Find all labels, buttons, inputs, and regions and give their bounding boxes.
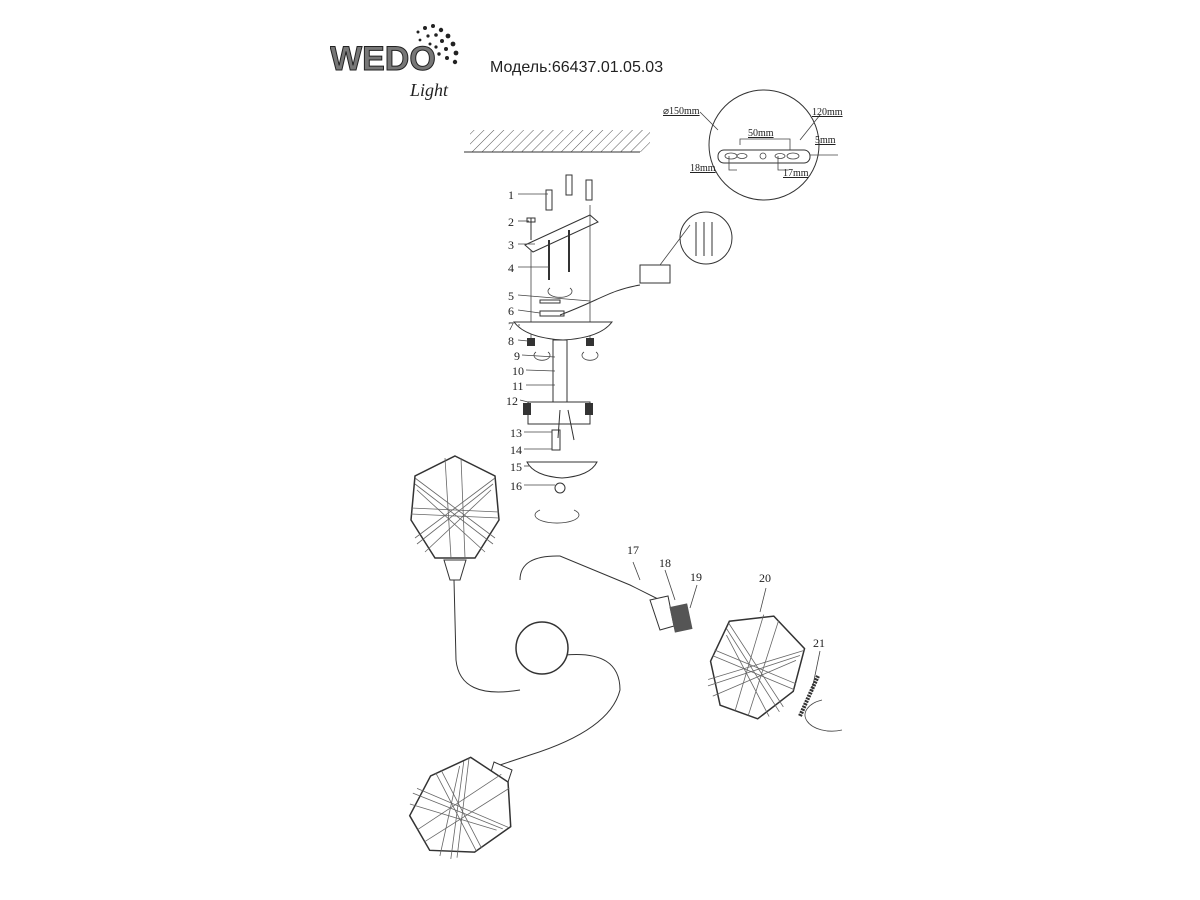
part-label: 14 [510,443,522,457]
part-label: 18 [659,556,671,570]
brand-logo: WEDO Light [330,18,480,110]
ceiling-hatch [464,130,650,153]
part-label: 8 [508,334,514,348]
part-label: 15 [510,460,522,474]
dim-hole-spacing: 50mm [748,128,774,139]
part-label: 12 [506,394,518,408]
part-label: 6 [508,304,514,318]
dim-length: 120mm [812,107,843,118]
model-number: Модель:66437.01.05.03 [490,59,664,76]
part-label: 16 [510,479,522,493]
part-label: 4 [508,261,514,275]
logo-text: WEDO [330,40,436,78]
dim-diameter: ⌀150mm [663,106,700,117]
dim-right-offset: 17mm [783,168,809,179]
logo-burst-icon [416,24,459,65]
glass-shade [396,743,531,872]
part-label: 20 [759,571,771,585]
part-label: 21 [813,636,825,650]
dim-thickness: 5mm [815,135,836,146]
part-label: 19 [690,570,702,584]
part-label: 10 [512,364,524,378]
mounting-bracket-detail: ⌀150mm 120mm 50mm 5mm 18mm 17mm [663,89,843,201]
part-label: 5 [508,289,514,303]
ceiling-fixings [512,174,733,524]
part-label: 11 [512,379,524,393]
part-label: 9 [514,349,520,363]
part-label: 17 [627,543,639,557]
part-label: 13 [510,426,522,440]
part-numbers: 1 2 3 4 5 6 7 8 9 10 11 12 13 14 15 16 1… [506,188,825,650]
part-label: 3 [508,238,514,252]
part-label: 1 [508,188,514,202]
chandelier-body [443,555,843,789]
glass-shade [696,600,816,728]
dim-left-offset: 18mm [690,163,716,174]
glass-shade [410,455,500,559]
logo-script: Light [409,80,449,100]
part-label: 2 [508,215,514,229]
leader-lines [517,193,591,486]
part-label: 7 [508,319,514,333]
